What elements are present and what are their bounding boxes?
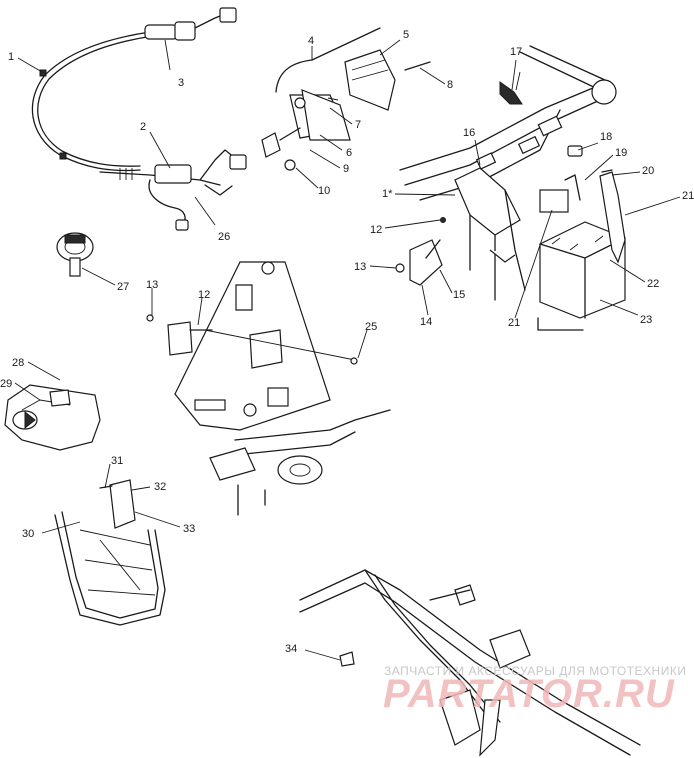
callout-17: 17 [510,46,522,58]
callout-30: 30 [22,528,34,540]
front-cover [4,384,101,451]
taillight-assembly [261,27,431,171]
leader-lines [14,39,681,661]
callout-13b: 13 [146,279,158,291]
callout-31: 31 [111,455,123,467]
callout-33: 33 [183,523,195,535]
callout-13a: 13 [354,261,366,273]
callout-7: 7 [355,119,361,131]
callout-19: 19 [615,147,627,159]
callout-32: 32 [154,481,166,493]
switch-body [154,164,192,184]
harness-switch [99,149,247,231]
callout-25: 25 [365,321,377,333]
callout-1: 1 [8,51,14,63]
watermark-subtitle: ЗАПЧАСТИ И АКСЕССУАРЫ ДЛЯ МОТОТЕХНИКИ [384,664,687,678]
callout-23: 23 [640,314,652,326]
callout-21: 21 [682,190,694,202]
callout-3: 3 [178,77,184,89]
watermark-logo: PARTATOR.RU [383,672,675,716]
rack-assembly [54,479,166,626]
callout-10: 10 [318,185,330,197]
callout-15: 15 [453,289,465,301]
relay [167,321,193,356]
callout-numbers: 1 3 2 26 4 5 8 7 6 9 10 17 16 1* 12 13 1… [0,29,694,655]
callout-6: 6 [346,147,352,159]
mounting-plate [146,261,358,431]
callout-26: 26 [218,231,230,243]
callout-12a: 12 [370,224,382,236]
front-frame [209,409,391,516]
callout-21b: 21 [508,317,520,329]
callout-20: 20 [642,165,654,177]
callout-14: 14 [420,316,432,328]
lens [344,49,396,111]
callout-11: 1* [382,188,393,200]
callout-8: 8 [447,79,453,91]
callout-5: 5 [403,29,409,41]
cable-assembly [31,7,237,172]
callout-28: 28 [12,357,24,369]
callout-27: 27 [117,281,129,293]
cable-connector-top [144,24,178,40]
callout-9: 9 [343,163,349,175]
callout-4: 4 [308,35,314,47]
bracket-14 [395,217,446,286]
callout-29: 29 [0,378,12,390]
callout-34: 34 [285,643,297,655]
callout-18: 18 [600,131,612,143]
callout-2: 2 [140,121,146,133]
battery-pad [539,189,569,213]
battery [537,145,626,331]
clamp-27 [56,232,94,277]
callout-22: 22 [647,278,659,290]
rear-frame [399,45,617,301]
callout-12b: 12 [198,289,210,301]
lower-frame [299,569,641,757]
callout-16: 16 [463,127,475,139]
